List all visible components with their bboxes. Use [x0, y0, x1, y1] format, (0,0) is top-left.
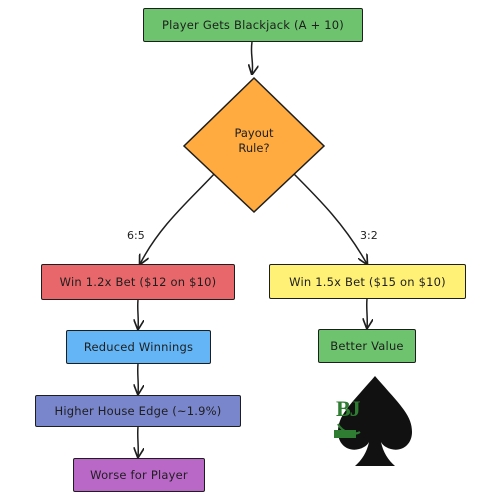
- edge-decision-to-right: [291, 171, 367, 264]
- start-node: Player Gets Blackjack (A + 10): [143, 8, 363, 42]
- edge-reduced-to-house-edge: [138, 363, 139, 394]
- edge-left-to-reduced: [138, 299, 139, 329]
- reduced-winnings-node: Reduced Winnings: [66, 330, 211, 364]
- worse-for-player-node: Worse for Player: [73, 458, 205, 492]
- decision-diamond: [182, 76, 326, 214]
- logo-text: BJ: [336, 396, 361, 421]
- edge-right-to-better: [367, 298, 368, 328]
- left-win-label: Win 1.2x Bet ($12 on $10): [59, 275, 217, 289]
- reduced-winnings-label: Reduced Winnings: [83, 340, 194, 354]
- house-edge-node: Higher House Edge (~1.9%): [35, 395, 241, 427]
- edge-start-to-decision: [251, 41, 252, 74]
- edge-label-right: 3:2: [360, 229, 378, 242]
- better-value-node: Better Value: [318, 329, 416, 363]
- house-edge-label: Higher House Edge (~1.9%): [54, 404, 222, 418]
- decision-label-line2: Rule?: [238, 141, 270, 155]
- edge-house-edge-to-worse: [138, 426, 139, 457]
- left-win-node: Win 1.2x Bet ($12 on $10): [41, 264, 235, 300]
- right-win-label: Win 1.5x Bet ($15 on $10): [289, 274, 446, 289]
- better-value-label: Better Value: [330, 339, 404, 353]
- edge-decision-to-left: [140, 171, 217, 264]
- decision-label-line1: Payout: [234, 126, 274, 140]
- decision-label: Payout Rule?: [214, 126, 294, 156]
- start-node-label: Player Gets Blackjack (A + 10): [162, 18, 344, 32]
- right-win-node: Win 1.5x Bet ($15 on $10): [269, 264, 466, 299]
- spade-logo: [334, 376, 412, 466]
- edge-label-left: 6:5: [127, 229, 145, 242]
- worse-for-player-label: Worse for Player: [90, 468, 188, 482]
